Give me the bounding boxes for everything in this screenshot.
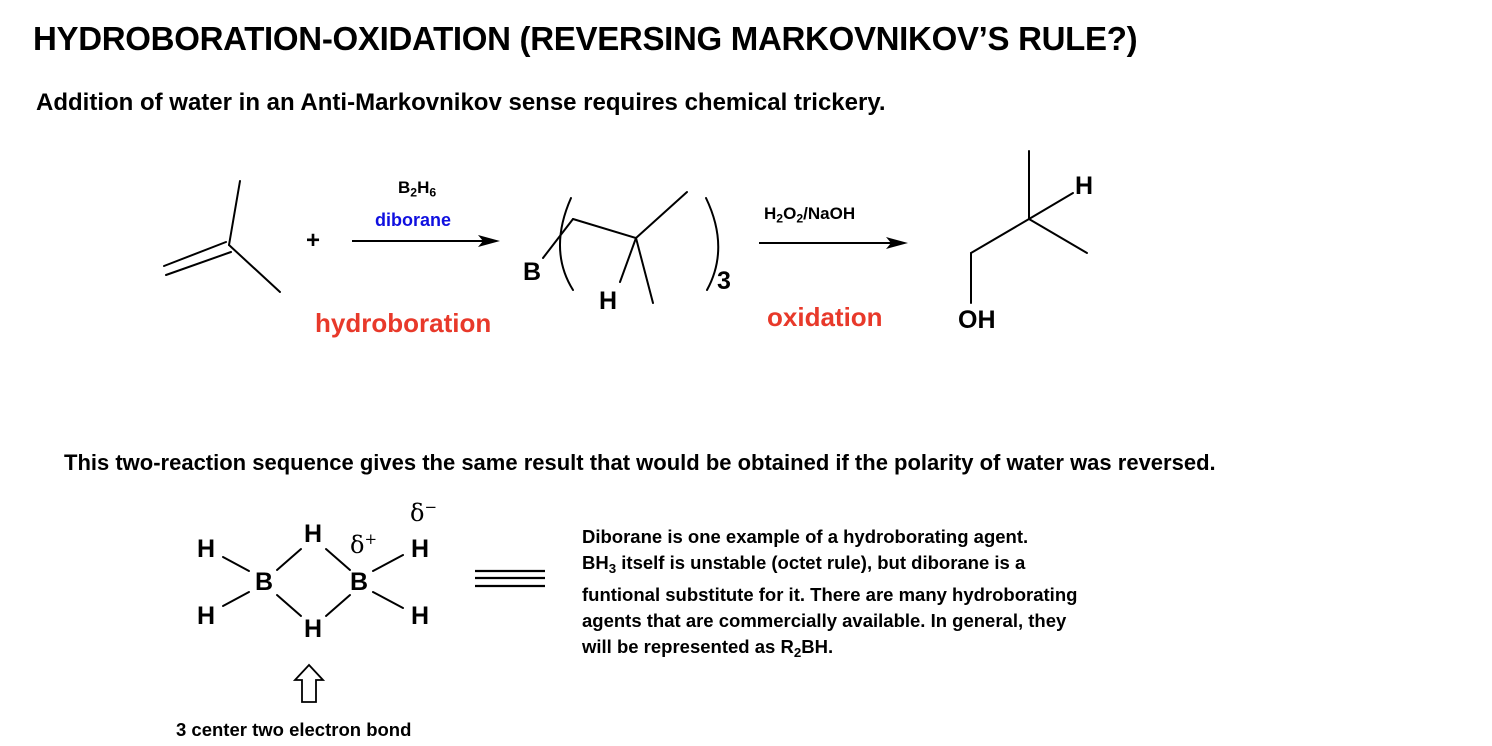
- reagent-name-diborane: diborane: [375, 210, 452, 230]
- delta-minus-label: δ−: [410, 498, 438, 527]
- atom-h-right-bottom: H: [411, 602, 430, 630]
- multiplier-3: 3: [717, 267, 731, 295]
- description-line-3: funtional substitute for it. There are m…: [582, 583, 1078, 605]
- description-line-2: BH3 itself is unstable (octet rule), but…: [582, 552, 1026, 576]
- atom-b-left: B: [255, 568, 274, 596]
- atom-hydrogen: H: [599, 287, 618, 315]
- product-hydrogen: H: [1075, 172, 1094, 200]
- description-line-1: Diborane is one example of a hydroborati…: [582, 526, 1029, 547]
- reagent-b2h6: B2H6: [398, 178, 437, 200]
- page-title: HYDROBORATION-OXIDATION (REVERSING MARKO…: [33, 20, 1138, 57]
- polarity-note: This two-reaction sequence gives the sam…: [64, 450, 1216, 475]
- page-subtitle: Addition of water in an Anti-Markovnikov…: [36, 89, 886, 116]
- atom-h-left-bottom: H: [197, 602, 216, 630]
- arrow-hydroboration: [352, 235, 500, 247]
- atom-h-right-top: H: [411, 535, 430, 563]
- equivalence-icon: [475, 569, 545, 588]
- product-hydroxyl: OH: [958, 306, 996, 334]
- hollow-up-arrow-icon: [292, 663, 326, 703]
- reagent-h2o2-naoh: H2O2/NaOH: [764, 204, 856, 226]
- delta-plus-label: δ+: [350, 530, 378, 559]
- diborane-structure: [222, 548, 404, 617]
- description-line-4: agents that are commercially available. …: [582, 609, 1067, 631]
- atom-h-bridge-top: H: [304, 520, 323, 548]
- arrow-oxidation: [759, 237, 908, 249]
- isobutanol-structure: [970, 150, 1088, 304]
- atom-b-right: B: [350, 568, 369, 596]
- three-center-bond-caption: 3 center two electron bond: [176, 719, 412, 740]
- isobutylene-structure: [163, 180, 281, 293]
- diborane-description: Diborane is one example of a hydroborati…: [582, 524, 1222, 666]
- description-line-5: will be represented as R2BH.: [582, 635, 834, 660]
- atom-boron: B: [523, 258, 542, 286]
- trialkylborane-structure: [542, 191, 720, 304]
- label-hydroboration: hydroboration: [315, 308, 492, 338]
- atom-h-bridge-bottom: H: [304, 615, 323, 643]
- label-oxidation: oxidation: [767, 302, 883, 332]
- plus-sign: +: [306, 227, 321, 254]
- atom-h-left-top: H: [197, 535, 216, 563]
